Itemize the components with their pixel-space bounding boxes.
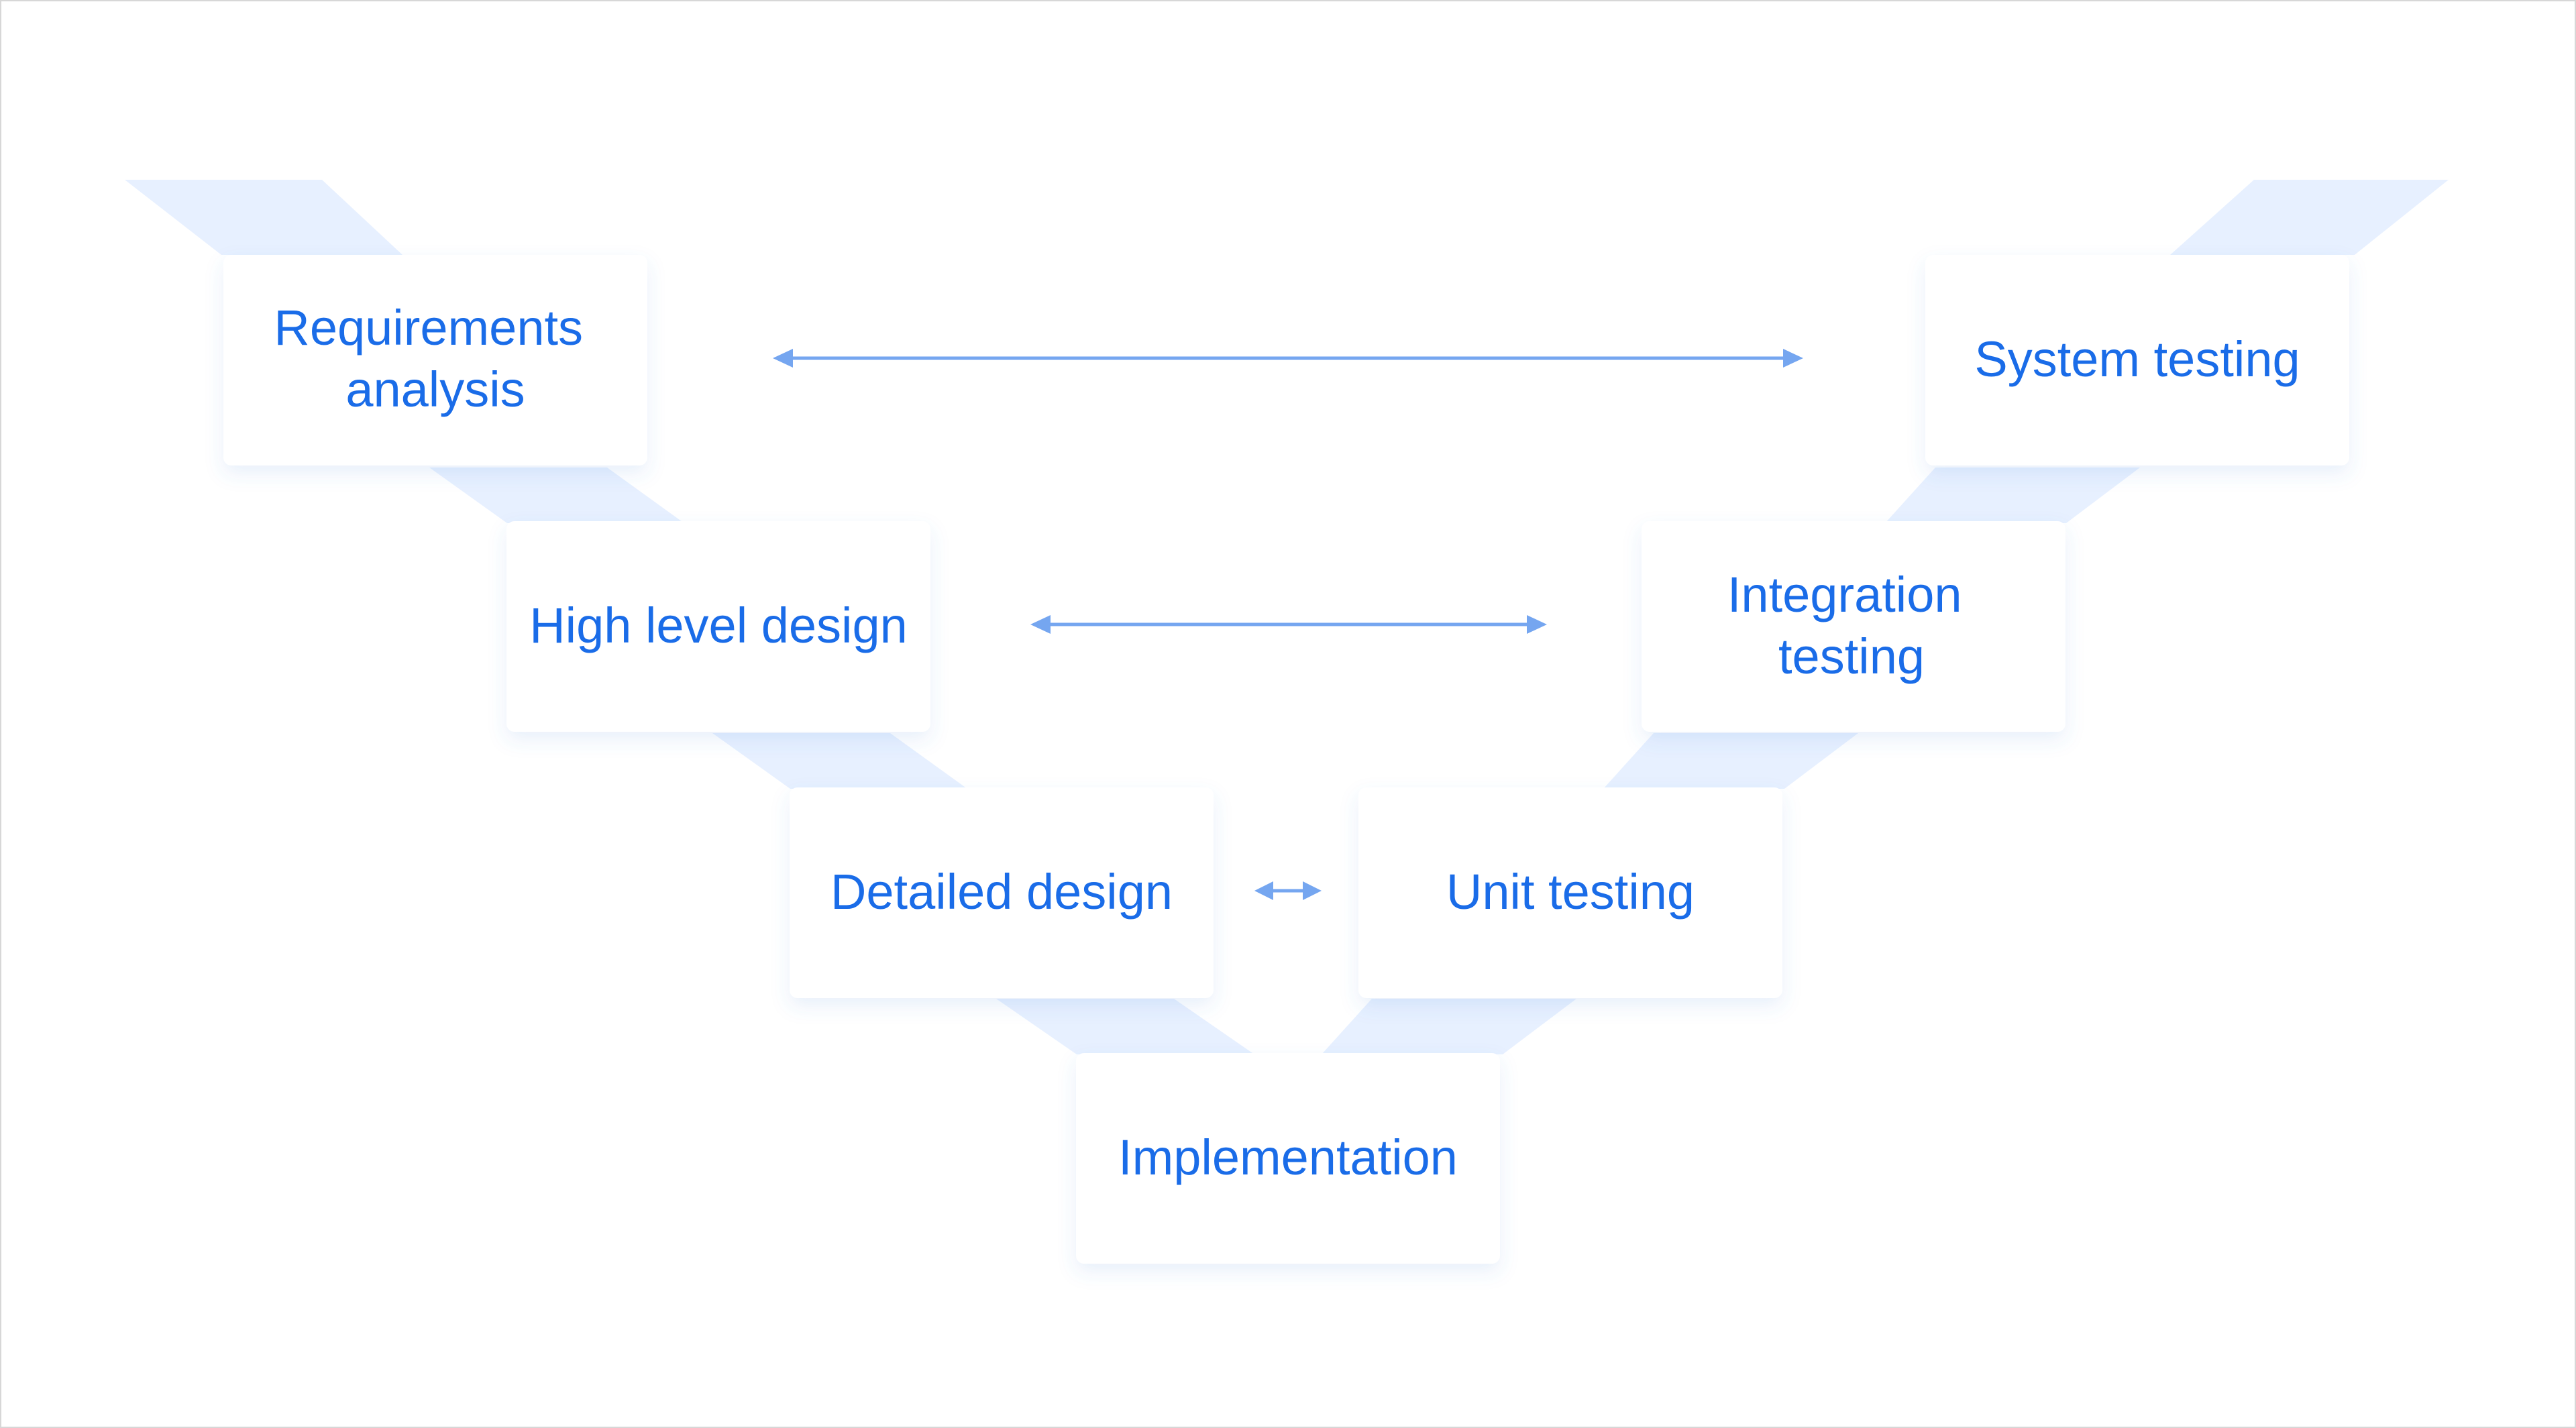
high-level-design-label: High level design (529, 598, 908, 653)
high-level-design-card (506, 521, 930, 732)
arrow-detailed-unit (1254, 881, 1322, 900)
implementation-card (1076, 1053, 1500, 1264)
detailed-design-label: Detailed design (830, 864, 1173, 920)
band-left-4 (996, 999, 1254, 1054)
requirements-analysis-label: Requirements analysis (274, 300, 596, 417)
unit-testing-label: Unit testing (1446, 864, 1695, 920)
unit-testing-card (1358, 787, 1782, 998)
band-left-top (125, 180, 402, 255)
system-testing-label: System testing (1974, 331, 2300, 387)
integration-testing-label: Integration testing (1727, 567, 1976, 684)
arrow-requirements-system (773, 349, 1803, 368)
band-right-4 (1322, 999, 1576, 1054)
implementation-label: Implementation (1118, 1130, 1458, 1185)
arrow-high-level-integration (1030, 615, 1547, 634)
band-right-3 (1603, 733, 1858, 789)
system-testing-card (1925, 255, 2349, 465)
integration-testing-card (1642, 521, 2065, 732)
band-left-3 (712, 733, 967, 789)
band-left-2 (429, 468, 684, 523)
requirements-analysis-card (223, 255, 647, 465)
detailed-design-card (790, 787, 1214, 998)
band-right-2 (1885, 468, 2140, 523)
band-right-top (2170, 180, 2449, 255)
